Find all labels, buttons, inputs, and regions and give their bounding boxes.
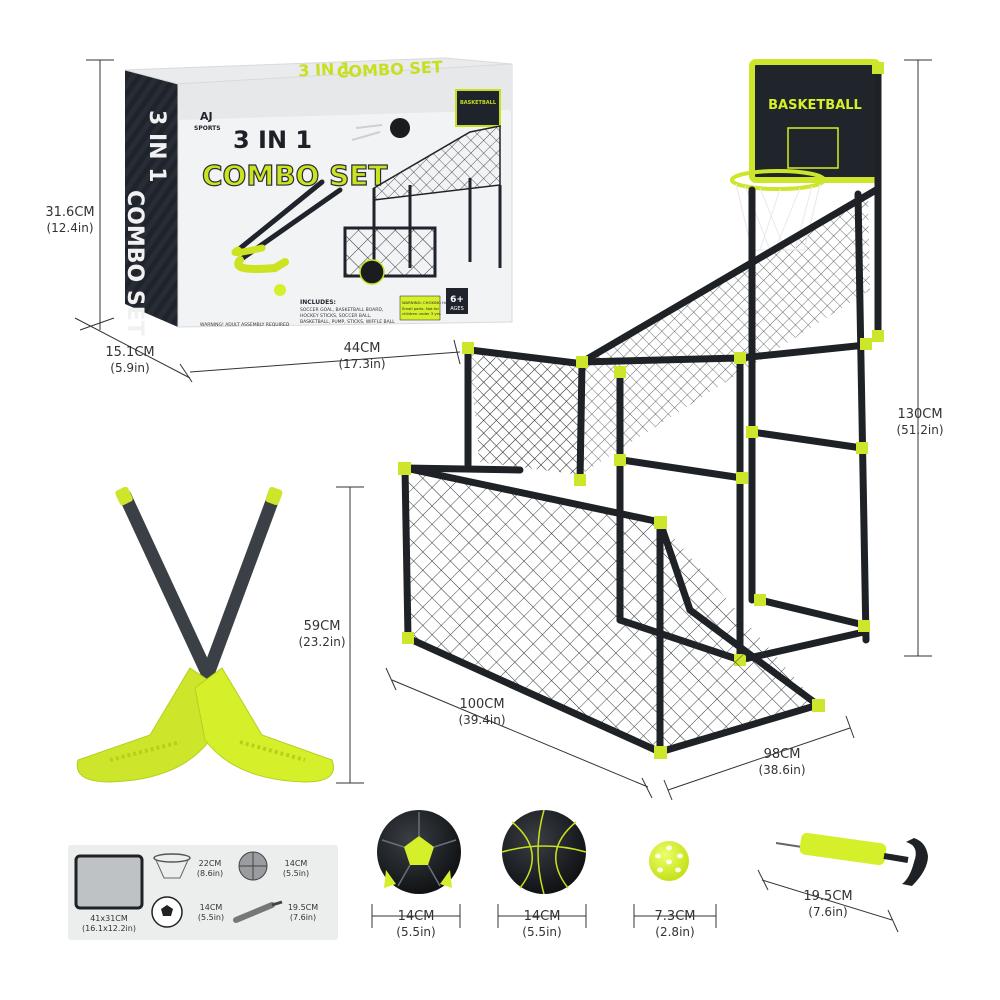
basketball (501, 809, 587, 895)
inset-backboard-cm: 41x31CM (90, 914, 128, 923)
product-dimension-lines (336, 59, 932, 801)
soccer-ball-in: (5.5in) (396, 925, 435, 939)
inset-pump-in: (7.6in) (290, 913, 316, 922)
assembly-note: WARNING! ADULT ASSEMBLY REQUIRED (200, 322, 290, 328)
inset-backboard-in: (16.1x12.2in) (82, 924, 136, 933)
box-side-title-2: COMBO SET (122, 190, 147, 336)
accessory-inset: 41x31CM (16.1x12.2in) 22CM (8.6in) 14CM … (68, 845, 338, 940)
pump-cm: 19.5CM (803, 889, 852, 904)
goal-frame (401, 464, 822, 756)
length-cm: 100CM (459, 697, 504, 712)
box-headline-1: 3 IN 1 (233, 126, 312, 154)
logo-brand: SPORTS (194, 125, 221, 132)
logo-mark: AJ (200, 110, 213, 123)
backboard (749, 59, 881, 183)
length-in: (39.4in) (458, 713, 505, 727)
includes-line-1: SOCCER GOAL, BASKETBALL BOARD, (300, 307, 383, 313)
stick-right-blade (194, 667, 334, 783)
box-dimension-lines (74, 59, 461, 383)
stick-left-shaft (118, 489, 222, 697)
warning-line-2: children under 3 yrs. (402, 311, 441, 316)
basketball-in: (5.5in) (522, 925, 561, 939)
hockey-sticks (76, 486, 334, 783)
pump-handle (902, 838, 928, 886)
total-height-in: (51.2in) (896, 423, 943, 437)
accessory-dimension-lines (371, 869, 899, 933)
box-height-cm: 31.6CM (45, 205, 94, 220)
box-headline-2: COMBO SET (202, 159, 388, 192)
hoop-rim (730, 169, 826, 191)
box-width-cm: 44CM (344, 341, 381, 356)
box-width-in: (17.3in) (338, 357, 385, 371)
age-number: 6+ (450, 295, 464, 305)
box-height-in: (12.4in) (46, 221, 93, 235)
width-cm: 98CM (764, 747, 801, 762)
stick-left-blade (76, 667, 221, 783)
width-in: (38.6in) (758, 763, 805, 777)
pump-in: (7.6in) (808, 905, 847, 919)
inset-pump-icon (233, 900, 283, 923)
box-depth-cm: 15.1CM (105, 345, 154, 360)
includes-title: INCLUDES: (300, 299, 336, 306)
soccer-ball (377, 810, 461, 894)
box-side-title-1: 3 IN 1 (144, 110, 169, 183)
total-height-cm: 130CM (897, 407, 942, 422)
inset-basketball-in: (5.5in) (283, 869, 309, 878)
box-depth-in: (5.9in) (110, 361, 149, 375)
air-pump (775, 832, 928, 886)
soccer-ball-cm: 14CM (398, 909, 435, 924)
basketball-cm: 14CM (524, 909, 561, 924)
inset-backboard-icon (74, 854, 144, 910)
inset-pump-cm: 19.5CM (288, 903, 318, 912)
inset-basketball-cm: 14CM (285, 859, 308, 868)
box-sticks-illustration (231, 179, 343, 296)
inset-soccer-ball-in: (5.5in) (198, 913, 224, 922)
warning-line-1: Small parts. Not for (402, 306, 439, 311)
inset-basketball-icon (238, 851, 268, 881)
backboard-label: BASKETBALL (768, 98, 862, 113)
goal-height-in: (23.2in) (298, 635, 345, 649)
box-board-label: BASKETBALL (460, 100, 497, 106)
inset-hoop-cm: 22CM (199, 859, 222, 868)
inset-soccer-ball-icon (151, 896, 183, 928)
stick-right-shaft (195, 489, 281, 697)
box-product-illustration: BASKETBALL (343, 89, 502, 285)
wiffle-ball (649, 841, 689, 881)
inset-hoop-in: (8.6in) (197, 869, 223, 878)
age-label: AGES (450, 306, 464, 312)
includes-line-3: BASKETBALL, PUMP, STICKS, WIFFLE BALL (300, 319, 395, 325)
arcade-set: BASKETBALL (398, 59, 884, 759)
wiffle-ball-in: (2.8in) (655, 925, 694, 939)
box-top-title: 3 IN 1 (298, 59, 352, 81)
frame-joints (462, 62, 884, 666)
brand-logo: AJ SPORTS (194, 110, 221, 132)
wiffle-ball-cm: 7.3CM (655, 909, 696, 924)
goal-height-cm: 59CM (304, 619, 341, 634)
inset-soccer-ball-cm: 14CM (200, 903, 223, 912)
pump-barrel (799, 832, 887, 866)
inset-hoop-icon (153, 853, 191, 879)
includes-panel: INCLUDES: SOCCER GOAL, BASKETBALL BOARD,… (200, 288, 468, 328)
warning-label: WARNING: CHOKING HAZARD (402, 300, 458, 305)
package-box: 3 IN 1 COMBO SET 3 IN 1 COMBO SET AJ SPO… (122, 57, 513, 336)
includes-line-2: HOCKEY STICKS, SOCCER BALL, (300, 313, 371, 319)
box-ball-illustration (390, 118, 410, 138)
